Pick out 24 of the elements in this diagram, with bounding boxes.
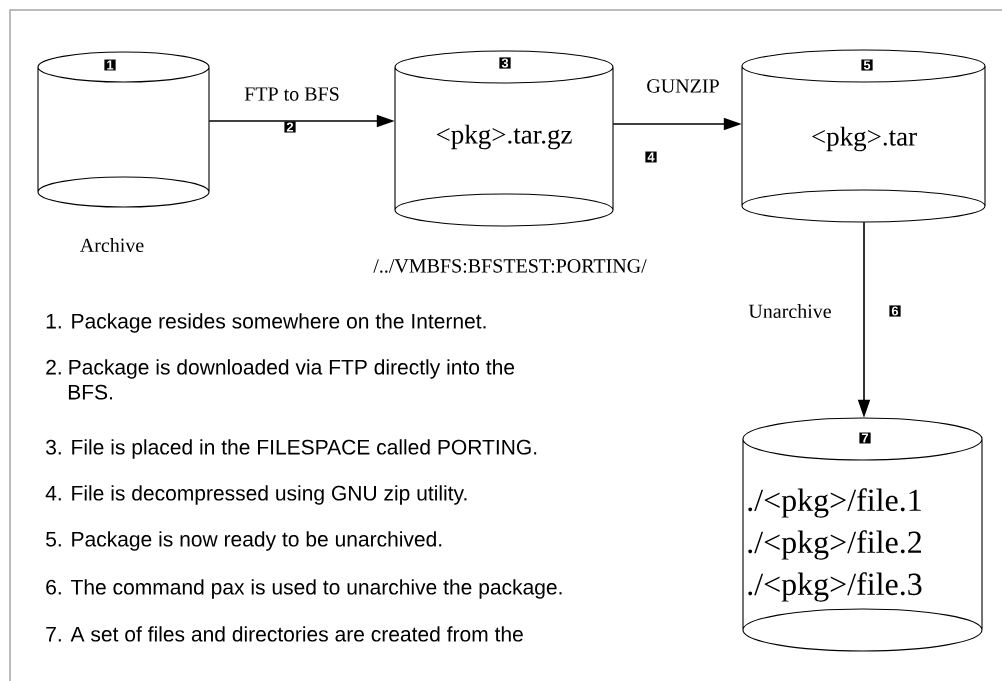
list-item: 6. The command pax is used to unarchive the package. (46, 579, 562, 599)
callout-number: 7 (859, 432, 871, 444)
list-item: 2. Package is downloaded via FTP directly into the BFS. (46, 359, 515, 400)
callout-number: 5 (861, 59, 873, 71)
callout-number: 2 (284, 121, 296, 133)
list-item: 4. File is decompressed using GNU zip utility. (45, 485, 467, 505)
list-item: 5. Package is now ready to be unarchived. (46, 531, 442, 551)
file-path: ./<pkg>/file.1 (748, 488, 921, 518)
list-item: 3. File is placed in the FILESPACE called PORTING. (46, 439, 537, 459)
path-label: /../VMBFS:BFSTEST:PORTING/ (373, 259, 647, 273)
callout-number: 4 (645, 151, 657, 163)
list-item: 7. A set of files and directories are created from the (46, 626, 523, 642)
callout-number: 1 (104, 59, 116, 71)
file-path: ./<pkg>/file.3 (748, 572, 922, 602)
file-name: <pkg>.tar.gz (436, 124, 572, 150)
list-item: 1. Package resides somewhere on the Internet. (46, 313, 486, 333)
callout-number: 3 (499, 57, 511, 69)
edge-label: Unarchive (747, 302, 833, 320)
file-path: ./<pkg>/file.2 (748, 530, 921, 560)
archive-label: Archive (80, 237, 144, 253)
edge-label: GUNZIP (645, 78, 721, 94)
edge-label: FTP to BFS (243, 86, 341, 102)
file-name: <pkg>.tar (812, 126, 917, 152)
callout-number: 6 (889, 305, 901, 317)
